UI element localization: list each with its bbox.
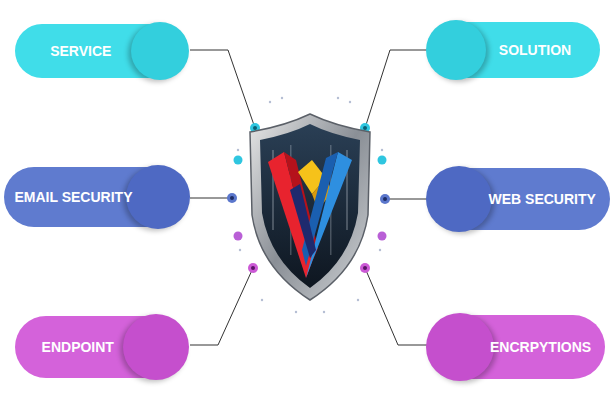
pill-box: SOLUTION (428, 22, 600, 78)
pill-knob (426, 166, 492, 232)
pill-box: EMAIL SECURITY (4, 167, 188, 227)
pill-box: SERVICE (15, 24, 187, 78)
pill-label: WEB SECURITY (489, 192, 596, 206)
pill-label: SOLUTION (499, 43, 571, 57)
pill-label: EMAIL SECURITY (15, 190, 133, 204)
pill-label: ENDPOINT (42, 340, 114, 354)
pill-knob (426, 20, 486, 80)
pill-knob (426, 313, 494, 381)
pill-knob (126, 165, 190, 229)
pill-knob (123, 314, 189, 380)
pill-box: ENCRPYTIONS (428, 315, 605, 379)
pill-box: ENDPOINT (15, 316, 187, 378)
pill-label: SERVICE (50, 44, 111, 58)
pill-knob (131, 22, 189, 80)
pill-label: ENCRPYTIONS (490, 340, 591, 354)
pill-box: WEB SECURITY (428, 168, 610, 230)
